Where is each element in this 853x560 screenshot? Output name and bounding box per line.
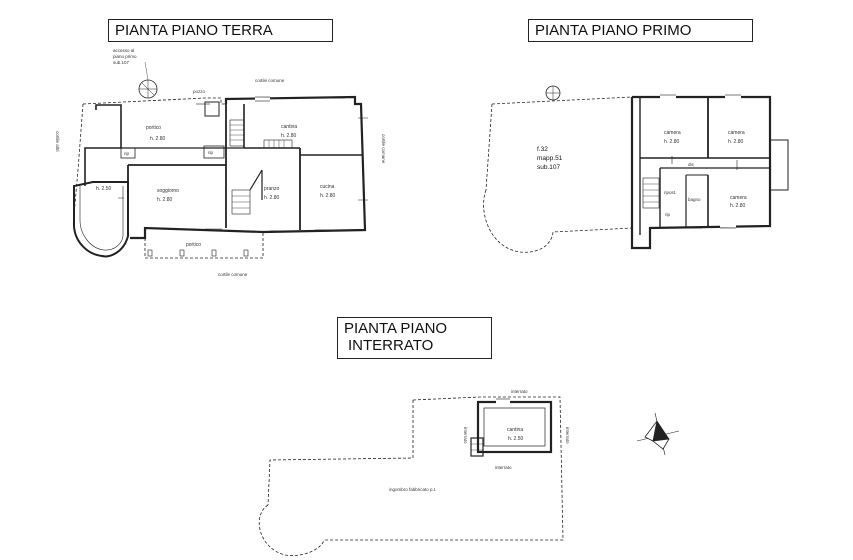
- interrato-bottom-label: interrato: [495, 465, 512, 470]
- ground-floor-plan: [72, 61, 368, 259]
- rip-left-label: rip: [124, 151, 129, 156]
- cantina-basement-height: h. 2.50: [508, 436, 524, 442]
- cantina-height: h. 2.80: [281, 133, 297, 139]
- cucina-label: cucina: [320, 184, 335, 190]
- basement-title-line2: INTERRATO: [348, 337, 434, 354]
- cantina-room: [476, 400, 553, 454]
- cortile-altri-label: cortile altri: [55, 131, 60, 152]
- north-arrow-icon: [636, 412, 680, 456]
- interrato-left-label: interrato: [463, 427, 468, 444]
- first-floor-labels: f.32 mapp.51 sub.107 camera h. 2.80 came…: [537, 130, 747, 217]
- portico-bottom-label: portico: [186, 242, 201, 248]
- parcel-line-2: mapp.51: [537, 155, 563, 162]
- basement-title-line1: PIANTA PIANO: [344, 320, 448, 337]
- portico-top-height: h. 2.80: [150, 136, 166, 142]
- camera-2-label: camera: [728, 130, 745, 136]
- rip-label: rip: [665, 212, 670, 217]
- parcel-line-1: f.32: [537, 146, 548, 153]
- basement-title: PIANTA PIANO INTERRATO: [337, 317, 492, 359]
- bagno-label: bagno: [688, 197, 701, 202]
- ripost-label: ripost.: [664, 190, 676, 195]
- ingombro-label: ingombro fabbricato p.t.: [389, 487, 436, 492]
- soggiorno-label: soggiorno: [157, 188, 179, 194]
- cortile-comune-top-label: cortile comune: [255, 78, 285, 83]
- pranzo-height: h. 2.80: [264, 195, 280, 201]
- cantina-label: cantina: [281, 124, 297, 130]
- interrato-top-label: interrato: [511, 389, 528, 394]
- basement-plan: [258, 396, 564, 556]
- ground-floor-labels: accesso al piano primo sub.107 pozzo cor…: [55, 48, 386, 277]
- left-room-height: h. 2.50: [96, 186, 112, 192]
- cantina-basement-label: cantina: [507, 427, 523, 433]
- cucina-height: h. 2.80: [320, 193, 336, 199]
- parcel-line-3: sub.107: [537, 164, 561, 171]
- rip-mid-label: rip: [208, 150, 213, 155]
- access-label-1: accesso al: [113, 48, 134, 53]
- first-floor-plan: [483, 85, 789, 253]
- ground-floor-title: PIANTA PIANO TERRA: [108, 19, 333, 42]
- dis-label: dis: [688, 162, 695, 167]
- interrato-right-label: interrato: [565, 427, 570, 444]
- camera-2-height: h. 2.80: [728, 139, 744, 145]
- camera-1-label: camera: [664, 130, 681, 136]
- access-label-2: piano primo: [113, 54, 137, 59]
- basement-labels: interrato interrato interrato interrato …: [389, 389, 570, 492]
- first-floor-title: PIANTA PIANO PRIMO: [528, 19, 753, 42]
- soggiorno-height: h. 2.80: [157, 197, 173, 203]
- pozzo-label: pozzo: [193, 89, 206, 94]
- access-label-3: sub.107: [113, 60, 130, 65]
- portico-top-label: portico: [146, 125, 161, 131]
- camera-1-height: h. 2.80: [664, 139, 680, 145]
- camera-3-height: h. 2.80: [730, 203, 746, 209]
- cortile-comune-bottom-label: cortile comune: [218, 272, 248, 277]
- camera-3-label: camera: [730, 195, 747, 201]
- pranzo-label: pranzo: [264, 186, 280, 192]
- cortile-comune-right-label: cortile comune: [381, 134, 386, 164]
